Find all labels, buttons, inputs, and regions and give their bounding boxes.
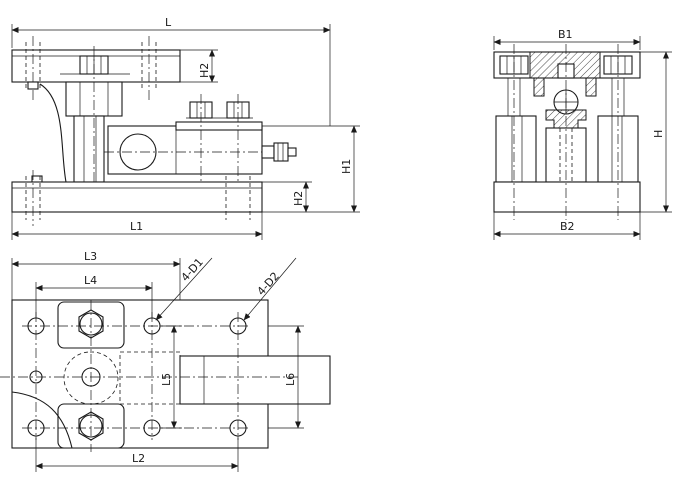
dim-L6: L6 — [284, 373, 297, 386]
dim-L4: L4 — [84, 274, 97, 287]
dim-B2: B2 — [560, 220, 575, 233]
gauge-pocket — [119, 133, 157, 171]
plan-beam-extension — [179, 355, 331, 405]
top-view: L3 L4 L5 L6 L2 4-D1 4-D2 — [0, 250, 331, 472]
dim-B1: B1 — [558, 28, 573, 41]
dim-L3: L3 — [84, 250, 97, 263]
dim-L2: L2 — [132, 452, 145, 465]
dim-H: H — [652, 130, 665, 138]
dim-L5: L5 — [160, 373, 173, 386]
anti-lift-cable — [39, 83, 67, 183]
side-view: B1 H B2 — [493, 28, 672, 240]
front-view: L H2 H1 H2 L1 — [11, 16, 360, 240]
dim-L: L — [165, 16, 172, 29]
side-base-plate — [493, 181, 641, 213]
label-4-D2: 4-D2 — [255, 270, 282, 298]
leader-D1 — [155, 257, 213, 321]
load-button-column — [73, 115, 105, 183]
dim-H2-top: H2 — [198, 63, 211, 78]
dim-L1: L1 — [130, 220, 143, 233]
load-cell-beam — [107, 125, 263, 175]
side-column-left — [495, 115, 537, 183]
cable-gland — [273, 142, 289, 162]
plan-anti-lift-cable — [11, 391, 73, 449]
bottom-plate — [11, 181, 263, 213]
dim-H2-bottom: H2 — [292, 191, 305, 206]
leader-D2 — [243, 257, 297, 321]
dim-H1: H1 — [340, 159, 353, 174]
